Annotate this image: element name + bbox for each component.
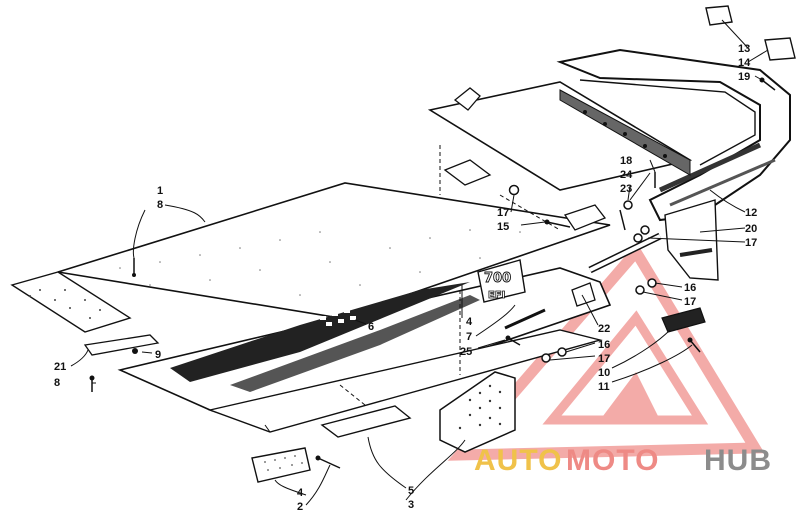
- part-label: 18: [620, 155, 632, 167]
- screw-icon: [315, 455, 341, 469]
- part-label: 10: [598, 367, 610, 379]
- part-label: 2: [297, 501, 303, 513]
- part-label: 16: [598, 339, 610, 351]
- part-label: 7: [466, 331, 472, 343]
- license-plate: [251, 447, 311, 483]
- part-label: 23: [620, 183, 632, 195]
- part-label: 8: [54, 377, 60, 389]
- part-label: 24: [620, 169, 633, 181]
- part-label: 11: [598, 381, 610, 393]
- watermark-wordmark: AUTO MOTO HUB: [474, 444, 772, 477]
- rear-bumper: [556, 48, 791, 222]
- leader-lines: [70, 19, 769, 506]
- part-label: 16: [684, 282, 696, 294]
- reflector-pad: [320, 405, 412, 438]
- part-label: 12: [745, 207, 757, 219]
- part-label: 1: [157, 185, 163, 197]
- part-label: 17: [745, 237, 757, 249]
- rear-flap: [10, 271, 132, 333]
- part-label: 17: [598, 353, 610, 365]
- part-label: 8: [157, 199, 163, 211]
- part-label: 17: [497, 207, 509, 219]
- rivet-icon: [89, 375, 95, 392]
- watermark-moto: MOTO: [566, 444, 659, 477]
- part-label: 13: [738, 43, 750, 55]
- panel-texture: [119, 229, 521, 296]
- part-label: 21: [54, 361, 66, 373]
- watermark-hub: HUB: [704, 444, 772, 477]
- slide-rail: [83, 334, 160, 356]
- part-label: 19: [738, 71, 750, 83]
- part-label: 6: [368, 321, 374, 333]
- part-label: 14: [738, 57, 751, 69]
- part-labels: 1 8 21 8 9 6 4 7 25 22 16 17 10 11 16 17…: [54, 43, 757, 513]
- part-label: 15: [497, 221, 509, 233]
- assembly-guides: [339, 145, 561, 406]
- part-label: 17: [684, 296, 696, 308]
- rivet-icon: [132, 258, 136, 277]
- part-label: 4: [297, 487, 304, 499]
- running-board: [207, 329, 603, 433]
- part-label: 20: [745, 223, 757, 235]
- rear-cross-member: [427, 81, 693, 191]
- reflector-decal: [705, 5, 796, 61]
- mounting-bracket: [439, 371, 516, 453]
- part-label: 9: [155, 349, 161, 361]
- tunnel-top-panel: [57, 182, 611, 319]
- hardware-parts: [443, 77, 776, 363]
- model-decal: 700 EFI: [477, 259, 526, 303]
- part-label: 3: [408, 499, 414, 511]
- side-panel: [117, 267, 612, 421]
- decal-line2: EFI: [488, 290, 505, 301]
- watermark-auto: AUTO: [474, 444, 562, 477]
- part-label: 4: [466, 316, 473, 328]
- part-label: 25: [460, 346, 472, 358]
- part-label: 22: [598, 323, 610, 335]
- decal-line1: 700: [484, 271, 511, 286]
- part-label: 5: [408, 485, 414, 497]
- stripe-cutouts: [320, 309, 356, 326]
